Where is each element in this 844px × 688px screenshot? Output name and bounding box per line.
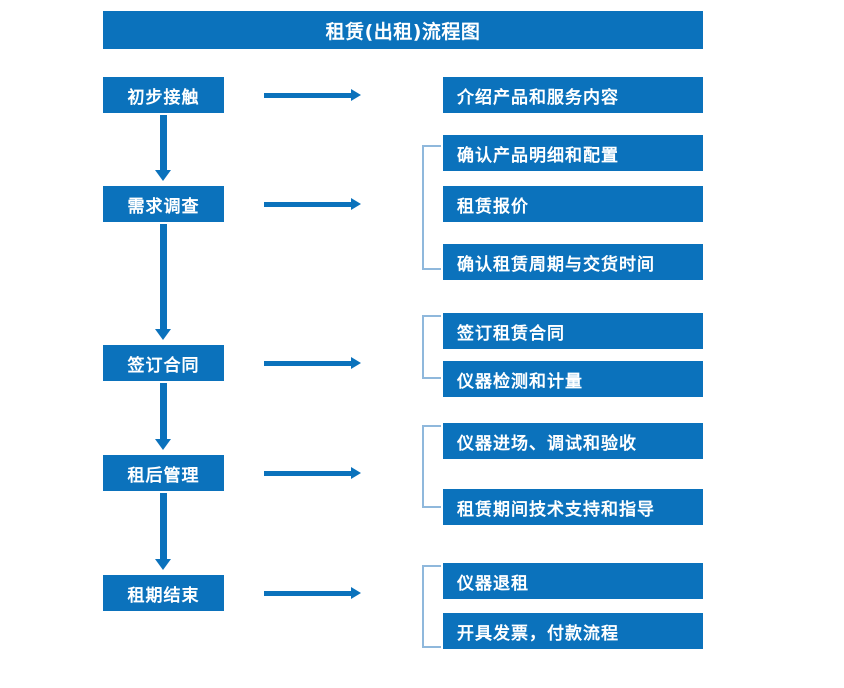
stage-box-lease-end[interactable]: 租期结束 bbox=[103, 575, 224, 611]
detail-box-sign-lease-contract[interactable]: 签订租赁合同 bbox=[443, 313, 703, 349]
stage-box-demand-survey[interactable]: 需求调查 bbox=[103, 186, 224, 222]
arrow-down-icon-2 bbox=[155, 224, 171, 340]
arrow-right-icon-2 bbox=[264, 198, 361, 210]
detail-box-confirm-lease-term[interactable]: 确认租赁周期与交货时间 bbox=[443, 244, 703, 280]
stage-box-sign-contract[interactable]: 签订合同 bbox=[103, 345, 224, 381]
detail-box-instrument-onsite[interactable]: 仪器进场、调试和验收 bbox=[443, 423, 703, 459]
group-bracket-2 bbox=[422, 145, 441, 270]
detail-box-rental-quote[interactable]: 租赁报价 bbox=[443, 186, 703, 222]
group-bracket-3 bbox=[422, 315, 441, 379]
arrow-right-icon-1 bbox=[264, 89, 361, 101]
arrow-down-icon-1 bbox=[155, 115, 171, 181]
page-title: 租赁(出租)流程图 bbox=[103, 11, 703, 49]
detail-box-instrument-return[interactable]: 仪器退租 bbox=[443, 563, 703, 599]
stage-box-initial-contact[interactable]: 初步接触 bbox=[103, 77, 224, 113]
detail-box-instrument-testing[interactable]: 仪器检测和计量 bbox=[443, 361, 703, 397]
arrow-down-icon-4 bbox=[155, 493, 171, 570]
stage-box-post-rent-manage[interactable]: 租后管理 bbox=[103, 455, 224, 491]
group-bracket-4 bbox=[422, 425, 441, 508]
arrow-down-icon-3 bbox=[155, 383, 171, 450]
arrow-right-icon-3 bbox=[264, 357, 361, 369]
arrow-right-icon-5 bbox=[264, 587, 361, 599]
detail-box-confirm-product-spec[interactable]: 确认产品明细和配置 bbox=[443, 135, 703, 171]
detail-box-technical-support[interactable]: 租赁期间技术支持和指导 bbox=[443, 489, 703, 525]
detail-box-invoice-payment[interactable]: 开具发票，付款流程 bbox=[443, 613, 703, 649]
group-bracket-5 bbox=[422, 565, 441, 648]
arrow-right-icon-4 bbox=[264, 467, 361, 479]
detail-box-intro-products[interactable]: 介绍产品和服务内容 bbox=[443, 77, 703, 113]
